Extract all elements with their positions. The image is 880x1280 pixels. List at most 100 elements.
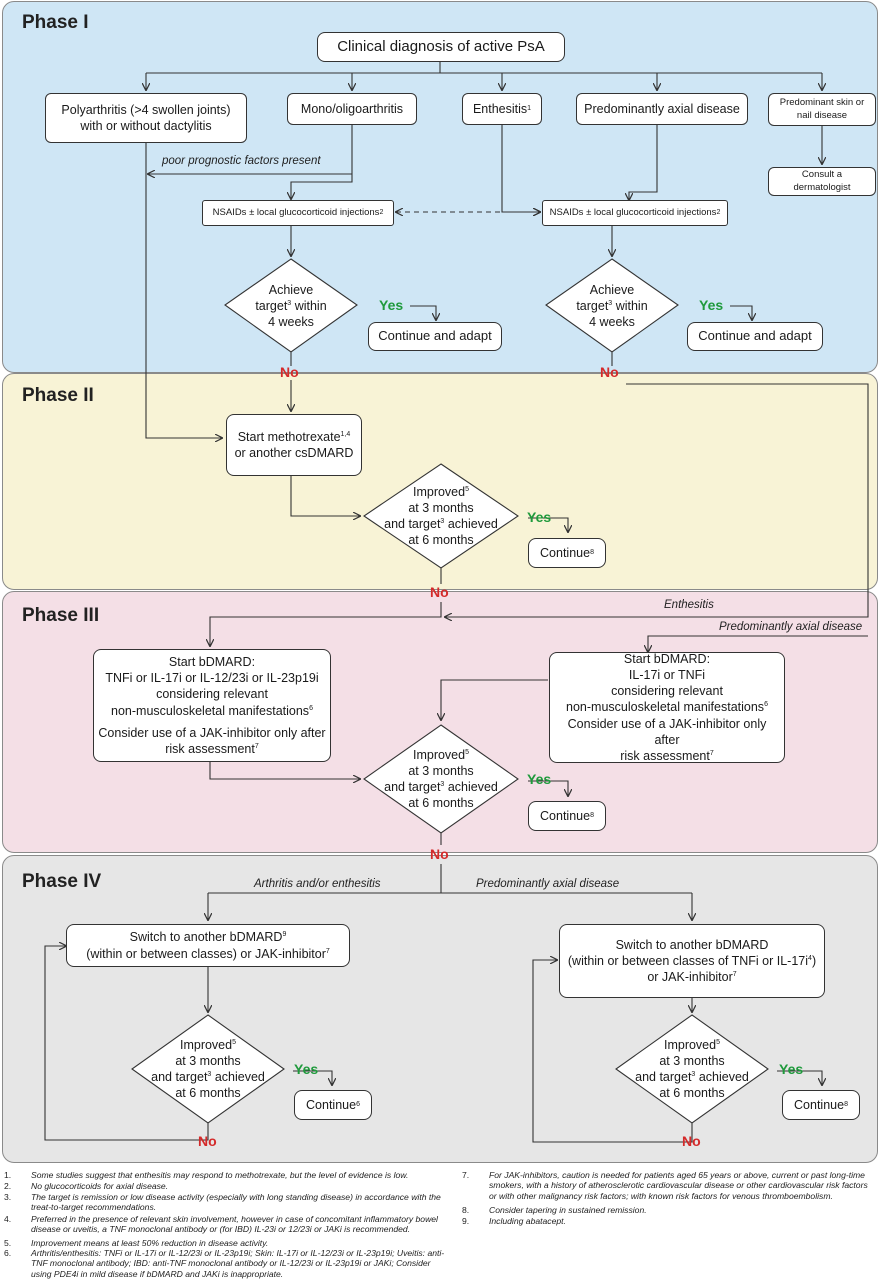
- improved-p4l-line3: and target3 achieved: [151, 1070, 265, 1084]
- bdmard-left-line4: non-musculoskeletal manifestations6: [111, 703, 313, 718]
- footnote-8: 8.Consider tapering in sustained remissi…: [462, 1205, 647, 1215]
- continue-p4r-label: Continue: [794, 1097, 845, 1112]
- improved-p2-line2: at 3 months: [408, 500, 474, 515]
- achieve-right-line1: Achieve: [589, 282, 635, 297]
- improved-decision-p4-right: Improved5 at 3 months and target3 achiev…: [627, 1033, 757, 1105]
- methotrexate-line2: or another csDMARD: [234, 446, 354, 460]
- continue-adapt-left-box: Continue and adapt: [368, 322, 502, 351]
- arthritis-path-label: Arthritis and/or enthesitis: [254, 878, 381, 890]
- improved-p3-line2: at 3 months: [408, 763, 474, 778]
- continue-p4l-label: Continue: [306, 1097, 357, 1112]
- footnote-3: 3.The target is remission or low disease…: [4, 1192, 441, 1213]
- poor-prognostic-label: poor prognostic factors present: [162, 155, 321, 167]
- improved-p4r-line4: at 6 months: [659, 1086, 725, 1101]
- achieve-left-line3: 4 weeks: [268, 315, 314, 330]
- improved-p2-line4: at 6 months: [408, 533, 474, 548]
- improved-p4l-line4: at 6 months: [175, 1086, 241, 1101]
- bdmard-right-line5: Consider use of a JAK-inhibitor only aft…: [567, 716, 767, 747]
- improved-decision-p2: Improved5 at 3 months and target3 achiev…: [376, 480, 506, 552]
- enthesitis-label: Enthesitis: [472, 101, 528, 116]
- phase-4-title: Phase IV: [22, 871, 102, 892]
- achieve-left-line1: Achieve: [268, 282, 314, 297]
- footnote-2: 2.No glucocorticoids for axial disease.: [4, 1181, 169, 1191]
- bdmard-left-line2: TNFi or IL-17i or IL-12/23i or IL-23p19i: [105, 671, 319, 685]
- improved-p4r-line2: at 3 months: [659, 1053, 725, 1068]
- no-label-p3: No: [430, 846, 449, 862]
- yes-label-p1-left: Yes: [379, 297, 404, 313]
- clinical-diagnosis-box: Clinical diagnosis of active PsA: [317, 32, 565, 62]
- continue-adapt-right-box: Continue and adapt: [687, 322, 823, 351]
- bdmard-left-line5: Consider use of a JAK-inhibitor only aft…: [98, 725, 326, 740]
- footnote-9: 9.Including abatacept.: [462, 1216, 566, 1226]
- nsaid-right-box: NSAIDs ± local glucocorticoid injections…: [542, 200, 728, 226]
- improved-p3-line3: and target3 achieved: [384, 780, 498, 794]
- achieve-left-line2: target3 within: [255, 298, 327, 313]
- improved-p2-line3: and target3 achieved: [384, 517, 498, 531]
- yes-label-p1-right: Yes: [699, 297, 724, 313]
- bdmard-left-line1: Start bDMARD:: [168, 654, 256, 669]
- start-bdmard-left-box: Start bDMARD: TNFi or IL-17i or IL-12/23…: [93, 649, 331, 762]
- improved-p3-line4: at 6 months: [408, 796, 474, 811]
- achieve-right-line2: target3 within: [576, 298, 648, 313]
- bdmard-left-line6: risk assessment7: [165, 742, 259, 756]
- achieve-target-left-decision: Achieve target3 within 4 weeks: [239, 278, 343, 334]
- continue-p3-label: Continue: [540, 808, 591, 823]
- switch-right-line3: or JAK-inhibitor7: [647, 970, 737, 985]
- axial-path-label-p3: Predominantly axial disease: [719, 621, 863, 633]
- achieve-target-right-decision: Achieve target3 within 4 weeks: [560, 278, 664, 334]
- improved-p2-line1: Improved5: [412, 484, 469, 499]
- skin-nail-disease-box: Predominant skin or nail disease: [768, 93, 876, 126]
- nsaid-left-footnote: 2: [379, 209, 384, 217]
- bdmard-left-line3: considering relevant: [156, 687, 268, 702]
- no-label-p1-left: No: [280, 364, 299, 380]
- footnote-1: 1.Some studies suggest that enthesitis m…: [4, 1170, 409, 1180]
- switch-left-line1: Switch to another bDMARD9: [129, 930, 287, 945]
- no-label-p2: No: [430, 584, 449, 600]
- yes-label-p2: Yes: [527, 509, 552, 525]
- no-label-p4-right: No: [682, 1133, 701, 1149]
- improved-p3-line1: Improved5: [412, 747, 469, 762]
- yes-label-p4-right: Yes: [779, 1061, 804, 1077]
- phase-1-title: Phase I: [22, 12, 89, 33]
- consult-dermatologist-box: Consult a dermatologist: [768, 167, 876, 196]
- nsaid-left-label: NSAIDs ± local glucocorticoid injections: [212, 206, 380, 218]
- nsaid-right-footnote: 2: [716, 209, 721, 217]
- no-label-p1-right: No: [600, 364, 619, 380]
- enthesitis-footnote: 1: [527, 105, 532, 113]
- axial-disease-box: Predominantly axial disease: [576, 93, 748, 125]
- yes-label-p4-left: Yes: [294, 1061, 319, 1077]
- switch-left-line2: (within or between classes) or JAK-inhib…: [86, 946, 330, 961]
- improved-p4l-line1: Improved5: [179, 1037, 236, 1052]
- improved-decision-p4-left: Improved5 at 3 months and target3 achiev…: [143, 1033, 273, 1105]
- polyarthritis-box: Polyarthritis (>4 swollen joints) with o…: [45, 93, 247, 143]
- phase-4-panel: [2, 855, 878, 1163]
- axial-path-label-p4: Predominantly axial disease: [476, 878, 620, 890]
- switch-bdmard-left-box: Switch to another bDMARD9 (within or bet…: [66, 924, 350, 967]
- switch-right-line1: Switch to another bDMARD: [615, 937, 769, 952]
- start-bdmard-right-box: Start bDMARD: IL-17i or TNFi considering…: [549, 652, 785, 763]
- methotrexate-box: Start methotrexate1,4 or another csDMARD: [226, 414, 362, 476]
- yes-label-p3: Yes: [527, 771, 552, 787]
- nsaid-right-label: NSAIDs ± local glucocorticoid injections: [549, 206, 717, 218]
- phase-3-title: Phase III: [22, 605, 100, 626]
- bdmard-right-line2: IL-17i or TNFi: [628, 667, 706, 682]
- improved-p4r-line1: Improved5: [663, 1037, 720, 1052]
- nsaid-left-box: NSAIDs ± local glucocorticoid injections…: [202, 200, 394, 226]
- bdmard-right-line6: risk assessment7: [620, 749, 714, 764]
- achieve-right-line3: 4 weeks: [589, 315, 635, 330]
- switch-right-line2: (within or between classes of TNFi or IL…: [567, 953, 817, 968]
- no-label-p4-left: No: [198, 1133, 217, 1149]
- improved-decision-p3: Improved5 at 3 months and target3 achiev…: [376, 743, 506, 815]
- footnote-4: 4.Preferred in the presence of relevant …: [4, 1214, 438, 1235]
- bdmard-right-line4: non-musculoskeletal manifestations6: [566, 700, 768, 715]
- bdmard-right-line1: Start bDMARD:: [623, 651, 711, 666]
- mono-oligoarthritis-box: Mono/oligoarthritis: [287, 93, 417, 125]
- improved-p4r-line3: and target3 achieved: [635, 1070, 749, 1084]
- footnote-5: 5.Improvement means at least 50% reducti…: [4, 1238, 269, 1248]
- phase-2-title: Phase II: [22, 385, 94, 406]
